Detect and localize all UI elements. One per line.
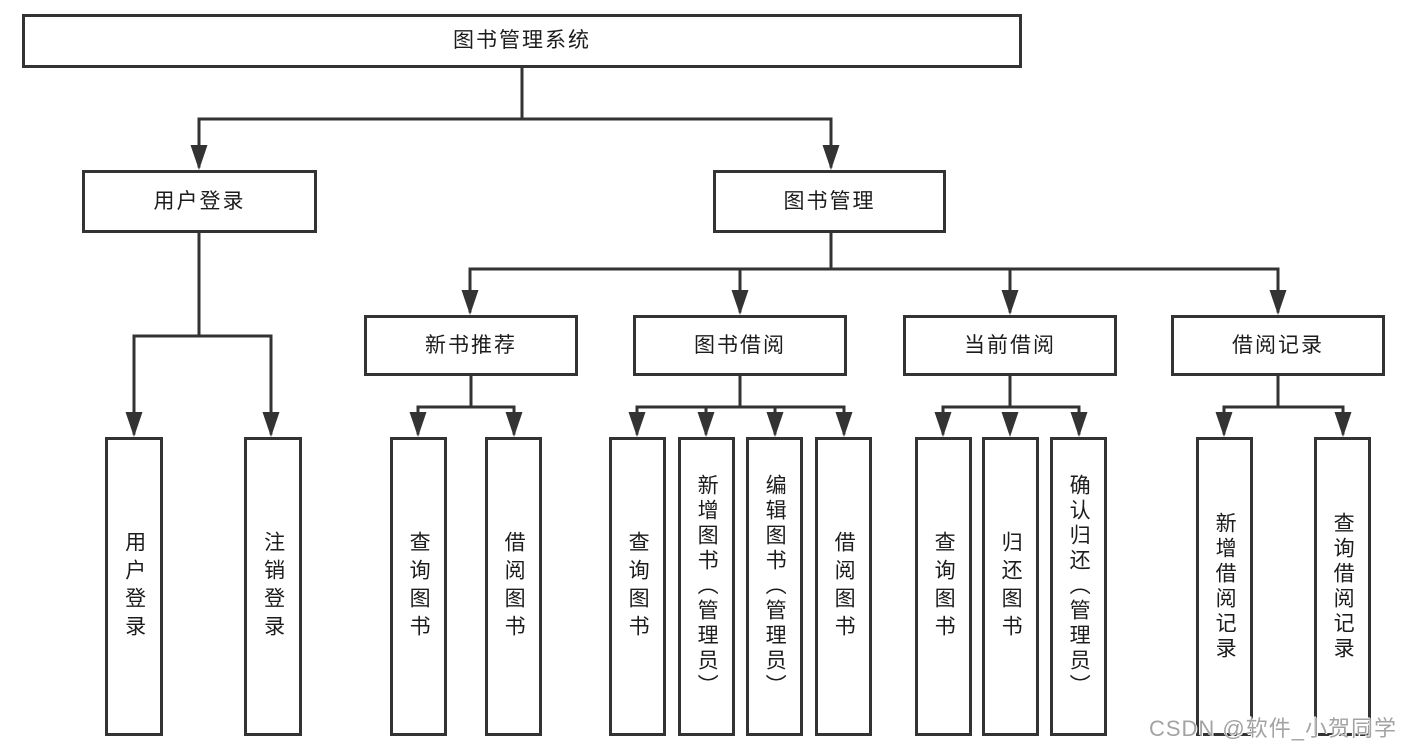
node-label: 图书借阅 — [694, 333, 786, 357]
node-root-library-management-system: 图书管理系统 — [22, 14, 1022, 68]
node-user-login: 用户登录 — [82, 170, 317, 233]
node-label: 用户登录 — [122, 530, 146, 643]
leaf-edit-books-admin: 编辑图书（管理员） — [746, 437, 803, 736]
node-label: 编辑图书（管理员） — [763, 474, 787, 699]
node-label: 新书推荐 — [425, 333, 517, 357]
node-label: 确认归还（管理员） — [1067, 474, 1091, 699]
leaf-query-books-current: 查询图书 — [915, 437, 972, 736]
node-label: 新增图书（管理员） — [695, 474, 719, 699]
node-book-management: 图书管理 — [713, 170, 946, 233]
node-label: 查询图书 — [932, 530, 956, 643]
node-label: 用户登录 — [153, 189, 246, 213]
node-label: 当前借阅 — [964, 333, 1056, 357]
leaf-add-borrow-record: 新增借阅记录 — [1196, 437, 1253, 736]
node-book-borrow: 图书借阅 — [633, 315, 847, 376]
leaf-query-books-borrow: 查询图书 — [609, 437, 666, 736]
node-label: 查询图书 — [626, 530, 650, 643]
csdn-watermark: CSDN @软件_小贺同学 — [1148, 716, 1397, 741]
node-label: 新增借阅记录 — [1213, 511, 1237, 662]
node-label: 图书管理 — [783, 189, 876, 213]
leaf-add-books-admin: 新增图书（管理员） — [678, 437, 735, 736]
node-label: 借阅记录 — [1232, 333, 1324, 357]
leaf-user-login: 用户登录 — [105, 437, 163, 736]
node-label: 借阅图书 — [832, 530, 856, 643]
node-label: 查询借阅记录 — [1331, 511, 1355, 662]
arrowheads — [125, 145, 1352, 437]
node-new-book-recommend: 新书推荐 — [364, 315, 578, 376]
node-label: 注销登录 — [261, 530, 285, 643]
node-label: 图书管理系统 — [453, 29, 591, 53]
node-borrow-records: 借阅记录 — [1171, 315, 1385, 376]
leaf-logout: 注销登录 — [244, 437, 302, 736]
node-label: 借阅图书 — [502, 530, 526, 643]
leaf-confirm-return-admin: 确认归还（管理员） — [1050, 437, 1107, 736]
node-label: 查询图书 — [407, 530, 431, 643]
node-label: 归还图书 — [999, 530, 1023, 643]
node-current-borrow: 当前借阅 — [903, 315, 1117, 376]
leaf-query-borrow-record: 查询借阅记录 — [1314, 437, 1371, 736]
leaf-return-books: 归还图书 — [982, 437, 1039, 736]
leaf-borrow-books: 借阅图书 — [815, 437, 872, 736]
leaf-borrow-books-recommend: 借阅图书 — [485, 437, 542, 736]
leaf-query-books-recommend: 查询图书 — [390, 437, 447, 736]
